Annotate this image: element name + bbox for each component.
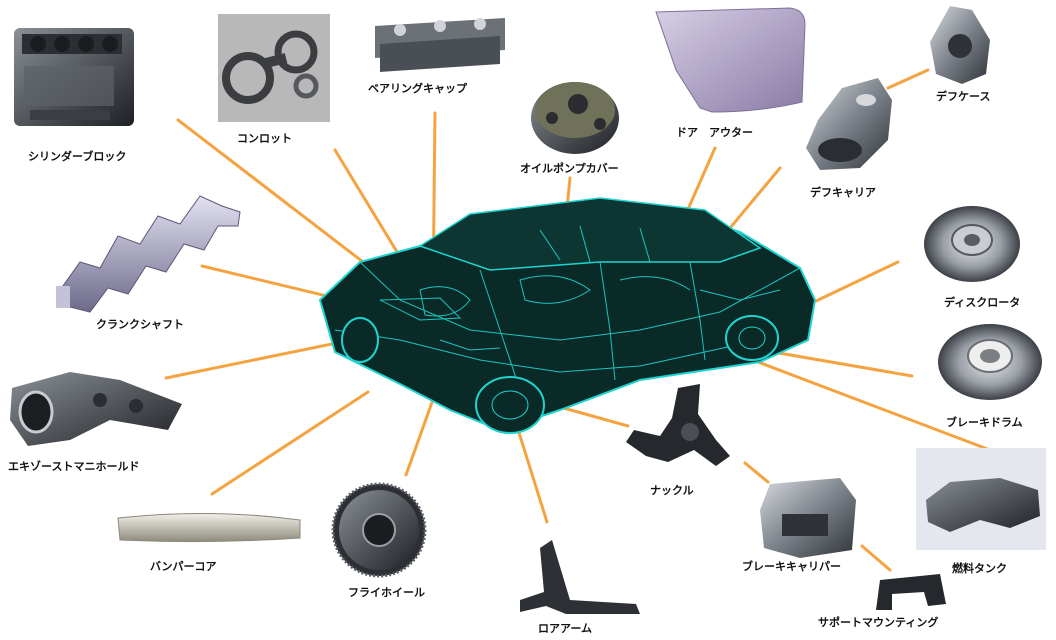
label-conrod: コンロット — [237, 130, 292, 146]
crankshaft-icon — [56, 196, 240, 312]
label-brake-caliper: ブレーキキャリパー — [742, 558, 841, 574]
label-bearing-cap: ベアリングキャップ — [368, 80, 467, 96]
label-fuel-tank: 燃料タンク — [952, 560, 1007, 576]
leader-diff-case — [888, 70, 928, 88]
oil-pump-icon — [531, 82, 619, 154]
label-support-mounting: サポートマウンティング — [818, 614, 938, 630]
engine-block-icon — [14, 28, 134, 126]
front-left-wheel — [342, 318, 378, 362]
leader-bumper — [212, 392, 368, 494]
exhaust-manifold-icon — [10, 372, 182, 446]
brake-drum-icon — [938, 324, 1042, 400]
flywheel-icon — [333, 484, 425, 576]
label-oil-pump-cover: オイルポンプカバー — [520, 160, 619, 176]
leader-caliper-support — [862, 546, 890, 570]
label-exhaust-manifold: エキゾーストマニホールド — [8, 458, 139, 474]
front-wheel — [476, 377, 544, 433]
label-diff-carrier: デフキャリア — [810, 184, 876, 200]
knuckle-icon — [626, 384, 730, 466]
lower-arm-icon — [520, 540, 640, 614]
label-bumper-core: バンパーコア — [150, 558, 217, 574]
label-crankshaft: クランクシャフト — [96, 316, 184, 332]
label-brake-drum: ブレーキドラム — [946, 414, 1023, 430]
bumper-icon — [118, 513, 300, 541]
label-door-outer: ドア アウター — [676, 124, 753, 140]
diff-carrier-icon — [806, 78, 892, 170]
label-flywheel: フライホイール — [348, 584, 425, 600]
label-disc-rotor: ディスクロータ — [944, 294, 1020, 310]
support-mount-icon — [876, 574, 946, 610]
diff-case-icon — [930, 6, 990, 84]
wireframe-car — [320, 198, 815, 433]
leader-caliper-knuckle — [745, 463, 768, 482]
fuel-tank-icon — [916, 448, 1046, 550]
disc-rotor-icon — [924, 206, 1020, 282]
car-cabin — [420, 198, 760, 270]
conrod-icon — [218, 14, 330, 122]
door-panel-icon — [656, 8, 805, 112]
label-knuckle: ナックル — [650, 482, 694, 498]
label-cylinder-block: シリンダーブロック — [28, 148, 126, 164]
bearing-cap-icon — [375, 18, 505, 72]
rear-wheel — [726, 316, 778, 360]
label-lower-arm: ロアアーム — [538, 620, 592, 636]
caliper-icon — [760, 478, 856, 558]
label-diff-case: デフケース — [936, 88, 990, 104]
